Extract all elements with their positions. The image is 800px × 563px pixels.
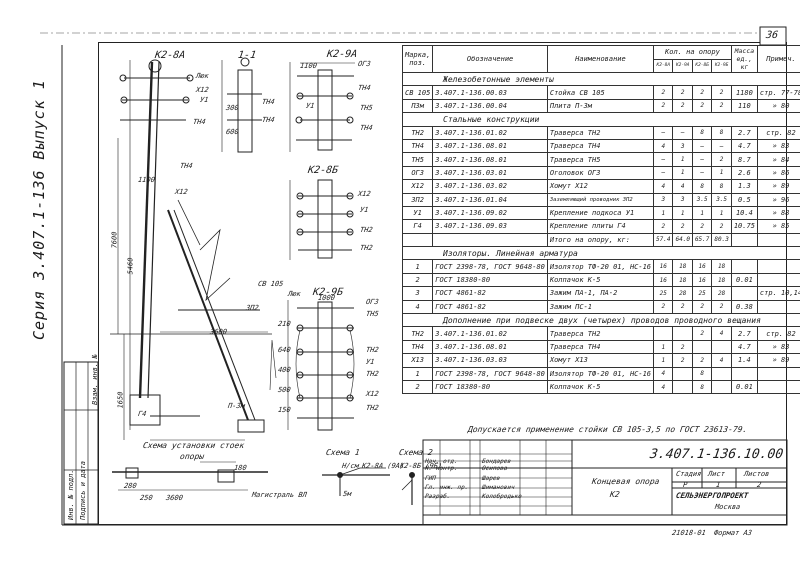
cell-qty: 2: [691, 98, 713, 114]
cell-designation: ГОСТ 18380-80: [432, 379, 548, 395]
stamp-title-line2: К2: [609, 490, 621, 499]
table-header-row: Марка, поз. Обозначение Наименование Кол…: [401, 45, 800, 73]
header-name: Наименование: [546, 45, 655, 73]
stamp-role: ГИП: [424, 475, 437, 482]
cell-qty: 8: [691, 379, 713, 395]
header-note: Примеч.: [756, 45, 800, 73]
cell-note: стр. 77-78: [756, 85, 800, 100]
section-title: Железобетонные элементы: [401, 71, 800, 87]
section-1-1-drawing: [221, 57, 262, 153]
stamp-sheets-head: Листов: [743, 470, 770, 478]
cell-qty: 4: [653, 379, 674, 395]
stamp-format: Формат А3: [713, 529, 753, 537]
k28b-drawing: [289, 179, 354, 260]
cell-qty: 2: [653, 98, 674, 114]
stamp-role: Нач. отд.: [424, 458, 459, 465]
stamp-person-name: Бондарев: [481, 458, 512, 465]
cell-mark: 2: [401, 379, 434, 395]
stamp-title-line1: Концевая опора: [591, 477, 661, 486]
cell-designation: 3.407.1-136.00.04: [432, 98, 548, 114]
stamp-role: Разраб.: [424, 493, 451, 500]
stamp-sheet-head: Лист: [707, 470, 726, 478]
cell-qty: 2: [711, 98, 732, 114]
stamp-person-name: Шиманович: [481, 484, 516, 491]
cell-qty: [711, 379, 732, 395]
section-title: Стальные конструкции: [401, 112, 800, 127]
stamp-role: Н. контр.: [424, 465, 459, 472]
cell-qty: 2: [711, 85, 732, 100]
stamp-doc-number: 3.407.1-136.10.00: [648, 447, 785, 462]
cell-qty: 4: [711, 353, 732, 368]
stamp-role: Гл. инж. пр.: [424, 484, 469, 491]
stamp-stage-head: Стадия: [675, 470, 702, 478]
stamp-bottom-code: 21018-01: [671, 529, 707, 537]
header-mass: Масса ед., кг: [730, 45, 758, 73]
scheme2-drawing: [401, 472, 415, 505]
stamp-city: Москва: [714, 503, 741, 511]
stamp-person-name: Шарев: [481, 475, 501, 482]
scheme1-drawing: [322, 467, 390, 496]
specification-table: Марка, поз. Обозначение Наименование Кол…: [401, 45, 800, 395]
cell-designation: 3.407.1-136.00.03: [432, 85, 548, 100]
cell-note: » 80: [756, 98, 800, 114]
cell-mark: П3м: [401, 98, 434, 114]
plan-drawing: [112, 461, 268, 491]
table-section-row: Стальные конструкции: [401, 112, 800, 127]
main-pole-drawing: [110, 59, 277, 441]
cell-mark: ОГЗ: [401, 165, 434, 181]
cell-qty: 2: [653, 85, 674, 100]
cell-qty: 2: [672, 85, 693, 100]
k29a-drawing: [289, 62, 355, 152]
table-subheader-row: К2-8А К2-9А К2-8Б К2-9Б: [403, 58, 800, 73]
stamp-person-name: Колобродько: [481, 493, 523, 500]
k29b-drawing: [287, 300, 355, 431]
cell-mark: СВ 105: [401, 85, 434, 100]
cell-note: [756, 379, 800, 395]
stamp-person-name: Осипова: [481, 465, 508, 472]
stamp-org: СЕЛЬЭНЕРГОПРОЕКТ: [675, 491, 749, 500]
table-section-row: Железобетонные элементы: [401, 71, 800, 87]
